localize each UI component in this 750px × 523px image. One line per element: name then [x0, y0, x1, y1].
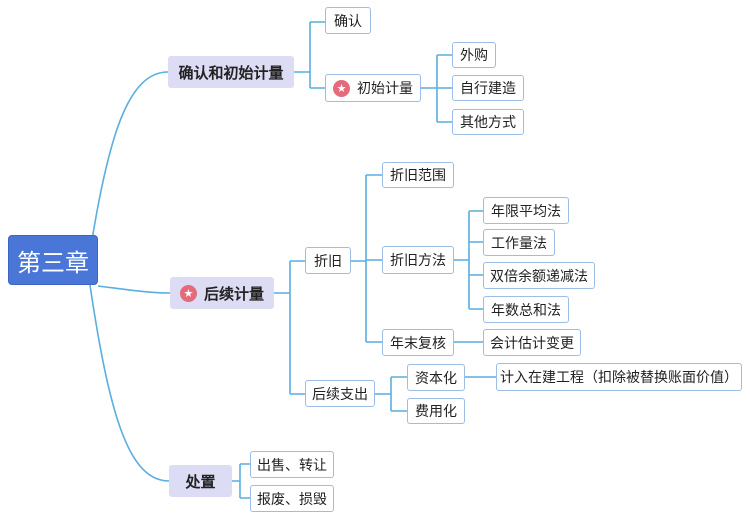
node-purchase[interactable]: 外购 — [452, 42, 496, 68]
node-construction-in-progress[interactable]: 计入在建工程（扣除被替换账面价值） — [496, 363, 742, 391]
node-label: 折旧范围 — [390, 168, 446, 184]
node-double-declining-balance-method[interactable]: 双倍余额递减法 — [483, 262, 595, 289]
node-depreciation-scope[interactable]: 折旧范围 — [382, 162, 454, 188]
connector-branch-3 — [232, 463, 250, 499]
root-label: 第三章 — [17, 248, 89, 277]
node-capitalization[interactable]: 资本化 — [407, 364, 465, 391]
branch-label: 后续计量 — [203, 284, 264, 303]
node-label: 会计估计变更 — [490, 335, 574, 352]
root-node[interactable]: 第三章 — [8, 235, 98, 285]
node-label: 资本化 — [415, 370, 457, 387]
connector-depreciation-method — [454, 210, 483, 310]
node-label: 外购 — [460, 48, 488, 64]
node-label: 工作量法 — [491, 235, 547, 252]
connector-branch-1 — [294, 21, 325, 89]
star-icon: ★ — [179, 284, 197, 302]
node-depreciation[interactable]: 折旧 — [305, 247, 351, 274]
node-label: 年末复核 — [390, 335, 446, 352]
node-label: 初始计量 — [357, 81, 413, 97]
node-label: 确认 — [334, 13, 362, 30]
connector-root-to-branch-1 — [91, 71, 169, 241]
node-sale-transfer[interactable]: 出售、转让 — [250, 451, 334, 478]
connector-root-to-branch-2 — [97, 285, 171, 294]
node-label: 计入在建工程（扣除被替换账面价值） — [500, 370, 738, 386]
branch-recognition-initial-measurement[interactable]: 确认和初始计量 — [168, 56, 294, 88]
branch-label: 处置 — [185, 472, 216, 491]
node-year-end-review[interactable]: 年末复核 — [382, 329, 454, 356]
node-label: 其他方式 — [460, 115, 516, 131]
node-straight-line-method[interactable]: 年限平均法 — [483, 197, 569, 224]
connector-depreciation — [351, 174, 382, 343]
node-label: 年数总和法 — [491, 302, 561, 319]
node-label: 折旧方法 — [390, 253, 446, 269]
node-units-of-production-method[interactable]: 工作量法 — [483, 229, 555, 256]
node-label: 后续支出 — [312, 386, 368, 403]
connector-branch-2 — [274, 260, 305, 395]
node-other-methods[interactable]: 其他方式 — [452, 109, 524, 135]
node-depreciation-method[interactable]: 折旧方法 — [382, 246, 454, 274]
node-label: 自行建造 — [460, 81, 516, 97]
node-initial-measurement[interactable]: ★ 初始计量 — [325, 74, 421, 102]
node-sum-of-years-digits-method[interactable]: 年数总和法 — [483, 296, 569, 323]
node-recognition[interactable]: 确认 — [325, 7, 371, 34]
node-label: 费用化 — [415, 404, 457, 420]
node-label: 报废、损毁 — [257, 491, 327, 508]
node-self-construction[interactable]: 自行建造 — [452, 75, 524, 101]
connector-root-to-branch-3 — [89, 284, 170, 482]
connector-initial-measurement — [421, 54, 452, 123]
node-label: 双倍余额递减法 — [490, 268, 588, 285]
node-label: 年限平均法 — [491, 203, 561, 220]
node-scrapping-damage[interactable]: 报废、损毁 — [250, 485, 334, 512]
node-expensing[interactable]: 费用化 — [407, 398, 465, 424]
connector-subsequent-expenditure — [375, 376, 407, 412]
branch-disposal[interactable]: 处置 — [169, 465, 232, 497]
branch-label: 确认和初始计量 — [178, 63, 284, 82]
node-label: 折旧 — [314, 253, 342, 270]
star-icon: ★ — [333, 79, 350, 97]
node-accounting-estimate-change[interactable]: 会计估计变更 — [483, 329, 581, 356]
node-label: 出售、转让 — [257, 457, 327, 474]
node-subsequent-expenditure[interactable]: 后续支出 — [305, 380, 375, 407]
branch-subsequent-measurement[interactable]: ★ 后续计量 — [170, 277, 274, 309]
